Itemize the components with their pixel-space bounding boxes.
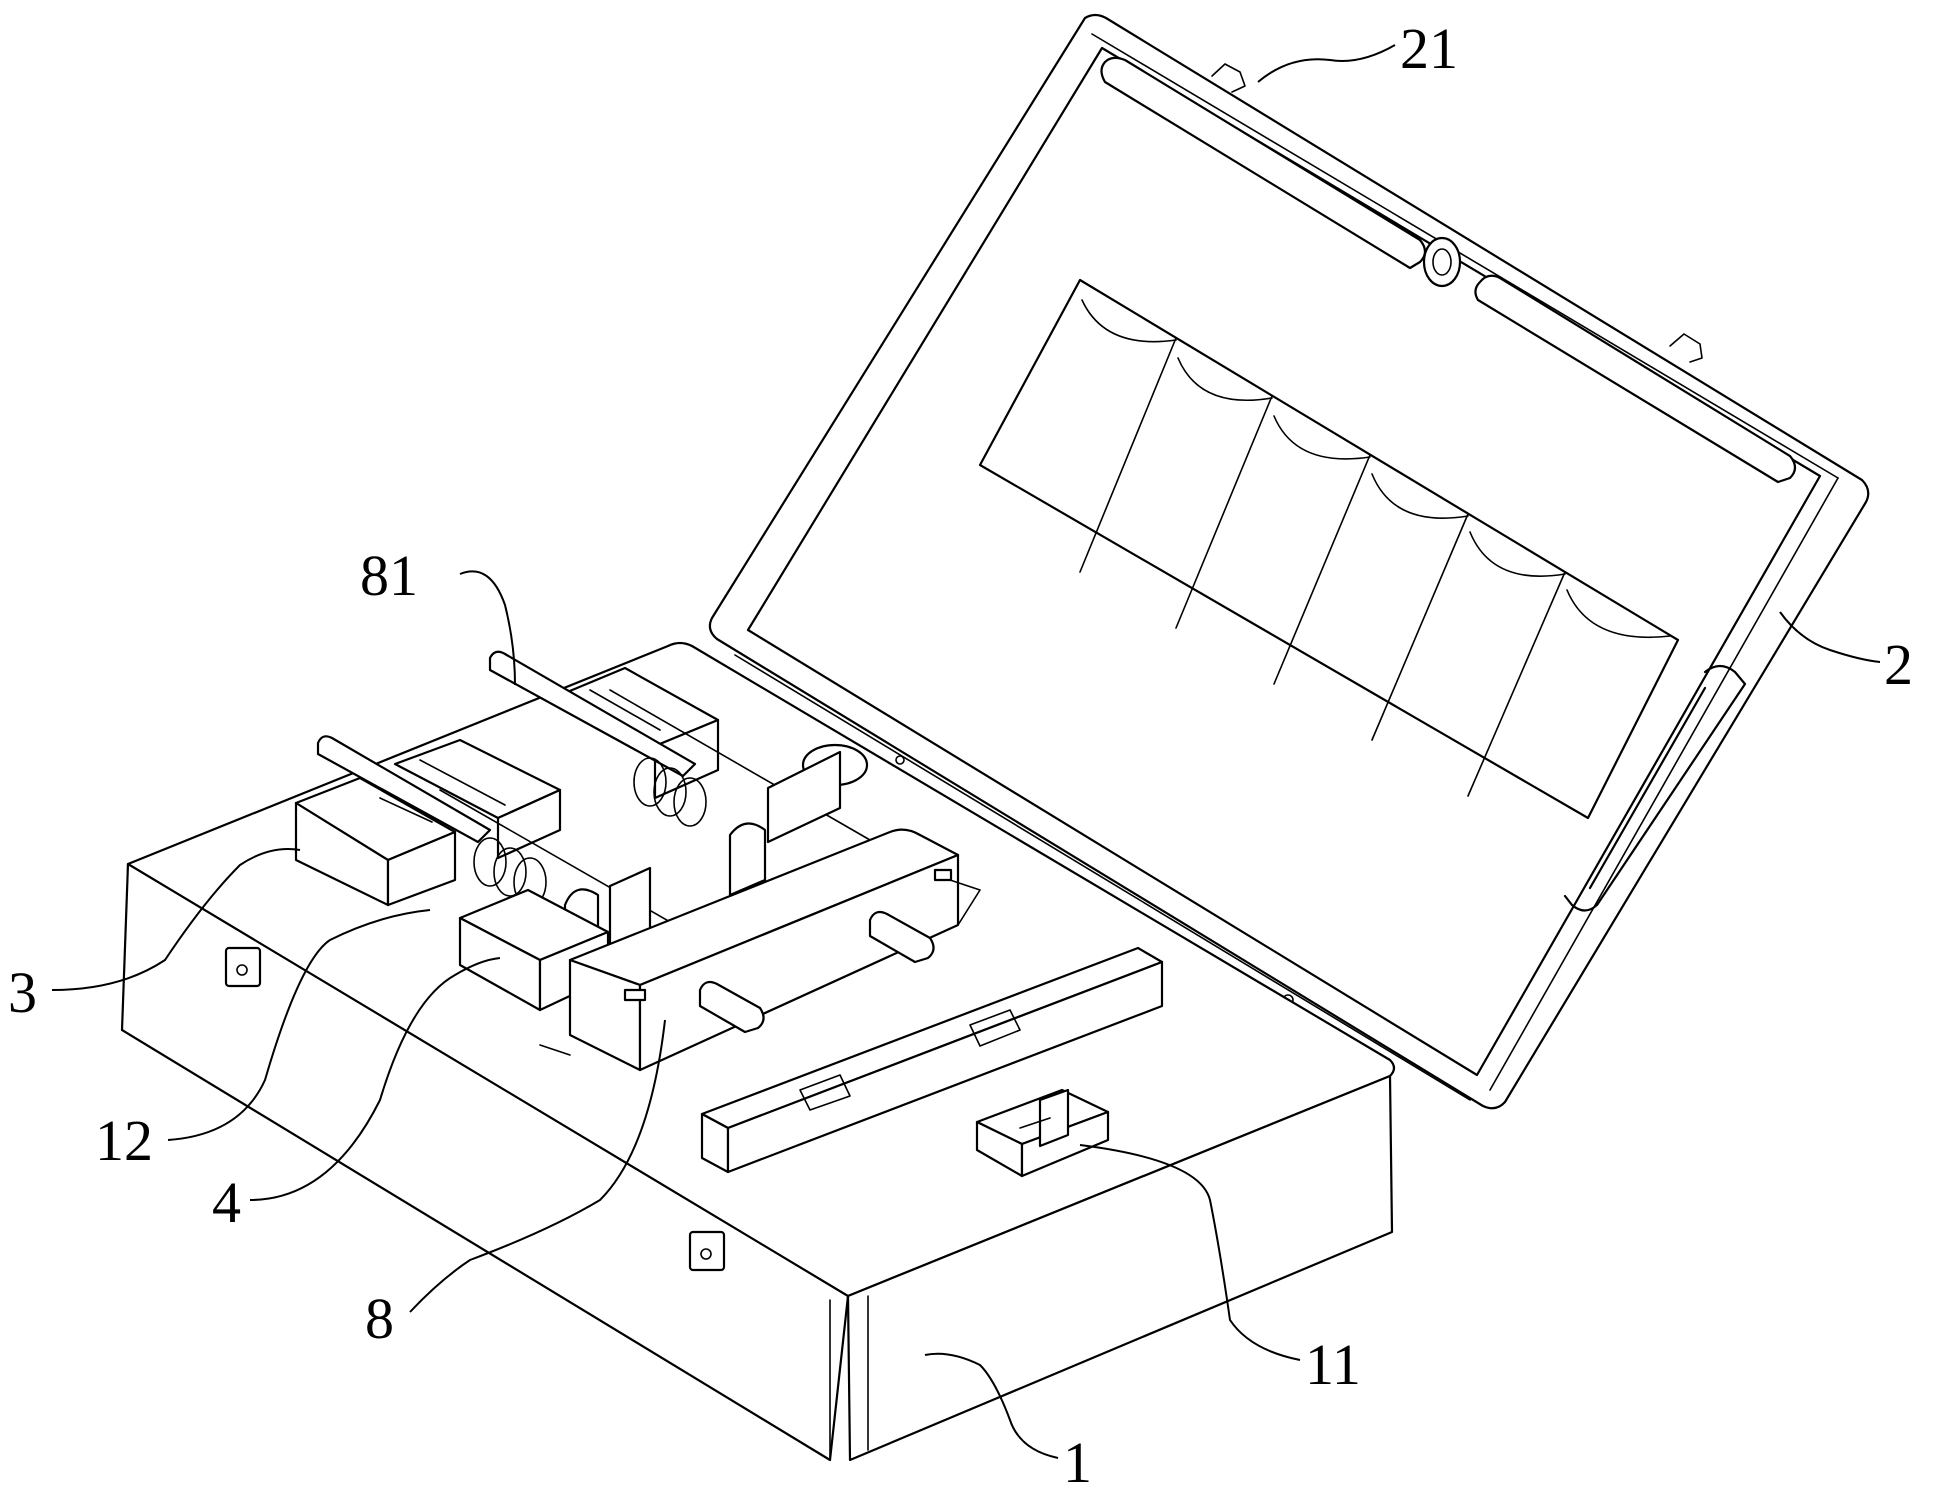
label-2: 2 xyxy=(1884,632,1913,697)
leader-1 xyxy=(924,1352,1059,1459)
leader-8 xyxy=(409,1019,666,1313)
reference-labels: 21 2 81 3 12 4 8 11 1 xyxy=(8,16,1913,1495)
lid-pockets xyxy=(978,278,1680,820)
leader-lines xyxy=(51,44,1881,1459)
label-21: 21 xyxy=(1400,16,1458,81)
long-bar xyxy=(700,946,1164,1174)
left-block xyxy=(294,776,457,907)
lid xyxy=(708,13,1870,1110)
leader-21 xyxy=(1257,44,1396,83)
leader-81 xyxy=(459,570,516,686)
leader-2 xyxy=(1779,611,1881,663)
mechanism xyxy=(294,650,1164,1178)
leader-4 xyxy=(249,957,501,1201)
label-4: 4 xyxy=(212,1170,241,1235)
sliding-frame xyxy=(539,828,981,1072)
lid-handle xyxy=(1563,664,1747,912)
label-81: 81 xyxy=(360,543,418,608)
label-1: 1 xyxy=(1063,1430,1092,1495)
leader-11 xyxy=(1079,1144,1301,1361)
label-11: 11 xyxy=(1305,1332,1361,1397)
small-holder xyxy=(975,1088,1110,1178)
latch-right xyxy=(688,1230,726,1272)
leader-3 xyxy=(51,848,301,991)
label-8: 8 xyxy=(365,1286,394,1351)
latch-left xyxy=(224,946,262,988)
lid-hinge-rod xyxy=(1100,56,1797,484)
leader-12 xyxy=(167,909,431,1141)
label-12: 12 xyxy=(95,1108,153,1173)
label-3: 3 xyxy=(8,960,37,1025)
